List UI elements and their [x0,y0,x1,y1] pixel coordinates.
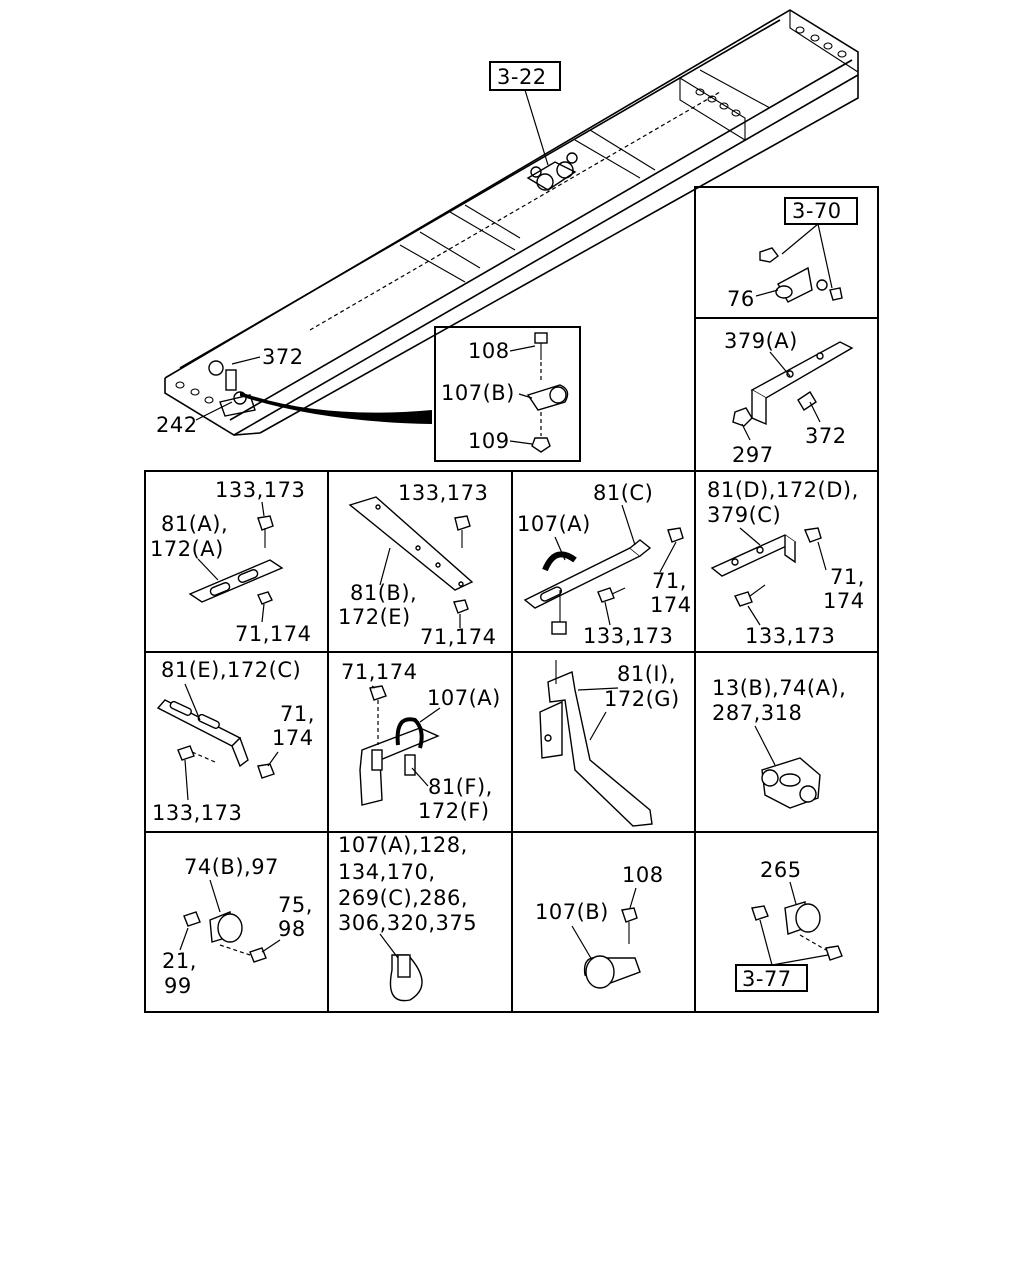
ref-3-77-label: 3-77 [742,967,792,991]
p5-label-71-1: 71, [652,569,687,593]
p6-label-71-2: 174 [823,589,865,613]
p4-label-81b-1: 81(B), [350,581,417,605]
p6-label-133: 133,173 [745,624,835,648]
p12-line-2: 134,170, [338,860,436,884]
detail-label-107b: 107(B) [441,381,515,405]
p5-label-81c: 81(C) [593,481,653,505]
p14-label-265: 265 [760,858,802,882]
cell-13b: 13(B),74(A), 287,318 [712,676,846,809]
cell-107a-tie: 107(A),128, 134,170, 269(C),286, 306,320… [338,833,477,1002]
cell-81f: 71,174 107(A) 81(F), 172(F) [341,660,501,823]
p11-label-21-1: 21, [162,949,197,973]
ref-3-70-label: 3-70 [792,199,842,223]
p7-label-71-2: 174 [272,726,314,750]
p6-label-2: 379(C) [707,503,781,527]
p2-label-297: 297 [732,443,774,467]
cell-81i: 81(I), 172(G) [539,660,680,827]
cell-81c: 81(C) 107(A) 71, 174 133,173 [517,481,692,648]
ref-3-22-label: 3-22 [497,65,547,89]
p4-label-71: 71,174 [420,625,496,649]
panel-3-70: 3-70 76 [694,186,879,319]
p3-label-81a-1: 81(A), [161,512,228,536]
p9-label-1: 81(I), [617,662,676,686]
p11-label-75-1: 75, [278,893,313,917]
p3-label-71: 71,174 [235,622,311,646]
frame-label-242: 242 [156,413,198,437]
cell-81b: 133,173 81(B), 172(E) 71,174 [338,481,496,649]
p13-label-107b: 107(B) [535,900,609,924]
p7-label-71-1: 71, [280,702,315,726]
p13-label-108: 108 [622,863,664,887]
detail-label-108: 108 [468,339,510,363]
p6-label-71-1: 71, [830,565,865,589]
cell-81e: 81(E),172(C) 71, 174 133,173 [152,658,315,825]
chassis-frame [164,9,859,436]
p5-label-107a: 107(A) [517,512,591,536]
callout-wedge [240,392,432,424]
p2-label-372: 372 [805,424,847,448]
p11-label-75-2: 98 [278,917,306,941]
p9-label-2: 172(G) [604,687,680,711]
p7-label-133: 133,173 [152,801,242,825]
frame-label-372: 372 [262,345,304,369]
p8-label-107a: 107(A) [427,686,501,710]
p8-label-71: 71,174 [341,660,417,684]
p12-line-1: 107(A),128, [338,833,468,857]
p5-label-71-2: 174 [650,593,692,617]
p5-label-133: 133,173 [583,624,673,648]
cell-74b: 74(B),97 75, 98 21, 99 [162,855,313,998]
p11-label-21-2: 99 [164,974,192,998]
detail-box-clip: 108 107(B) 109 [434,326,581,462]
p4-label-133: 133,173 [398,481,488,505]
p8-label-81f-2: 172(F) [418,799,490,823]
p11-label-74b: 74(B),97 [184,855,279,879]
p12-line-3: 269(C),286, [338,886,468,910]
cell-107b: 108 107(B) [535,863,664,989]
p8-label-81f-1: 81(F), [428,775,493,799]
ref-box-3-22: 3-22 [489,61,561,166]
p10-label-2: 287,318 [712,701,802,725]
p1-label-76: 76 [727,287,755,311]
p3-label-133: 133,173 [215,478,305,502]
cell-81d: 81(D),172(D), 379(C) 71, 174 133,173 [707,478,865,648]
panel-379a: 379(A) 372 297 [694,317,879,472]
cell-81a: 133,173 81(A), 172(A) 71,174 [150,478,311,646]
p3-label-81a-2: 172(A) [150,537,224,561]
p6-label-1: 81(D),172(D), [707,478,859,502]
cell-265: 265 3-77 [735,858,843,992]
p12-line-4: 306,320,375 [338,911,477,935]
p2-label-379a: 379(A) [724,329,798,353]
p4-label-81b-2: 172(E) [338,605,411,629]
p7-label-81e: 81(E),172(C) [161,658,301,682]
p10-label-1: 13(B),74(A), [712,676,846,700]
detail-label-109: 109 [468,429,510,453]
parts-grid [144,470,879,1013]
